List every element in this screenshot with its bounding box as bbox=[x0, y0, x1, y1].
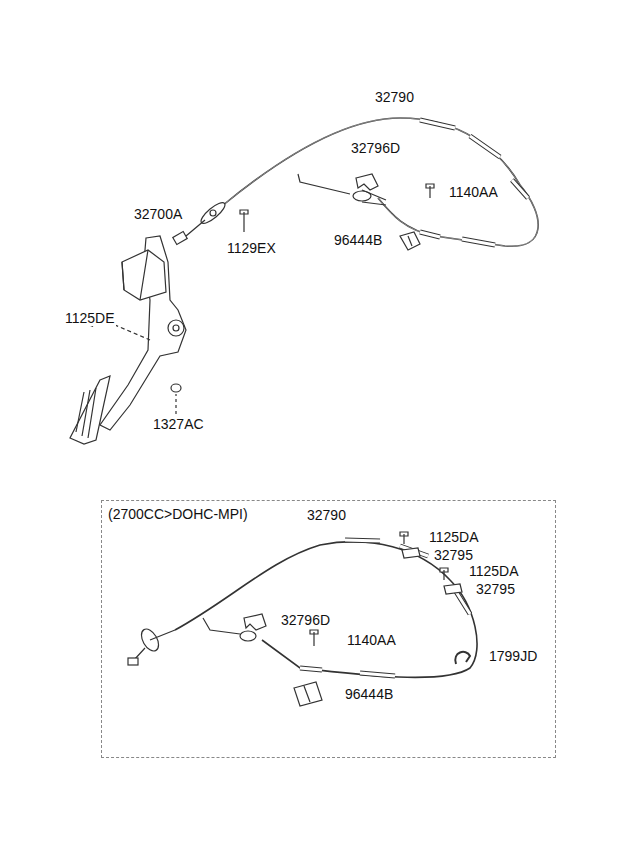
callout-number: 32796D bbox=[350, 140, 401, 156]
frame-heading: (2700CC>DOHC-MPI) bbox=[108, 506, 248, 522]
callout-number: 32796D bbox=[280, 612, 331, 628]
callout-number: 96444B bbox=[344, 686, 394, 702]
callout-number: 32795 bbox=[475, 581, 516, 597]
callout-number: 1125DA bbox=[468, 563, 520, 579]
callout-number: 96444B bbox=[333, 232, 383, 248]
callout-number: 1140AA bbox=[448, 184, 499, 200]
callout-number: 32795 bbox=[433, 547, 474, 563]
callout-number: 1799JD bbox=[488, 648, 538, 664]
variant-frame: (2700CC>DOHC-MPI) bbox=[101, 500, 556, 758]
callout-number: 1140AA bbox=[346, 632, 397, 648]
callout-number: 32700A bbox=[133, 206, 183, 222]
callout-number: 32790 bbox=[306, 507, 347, 523]
callout-number: 32790 bbox=[374, 89, 415, 105]
callout-number: 1125DA bbox=[428, 529, 480, 545]
callout-number: 1125DE bbox=[64, 310, 116, 326]
callout-number: 1327AC bbox=[152, 416, 205, 432]
callout-number: 1129EX bbox=[226, 240, 277, 256]
